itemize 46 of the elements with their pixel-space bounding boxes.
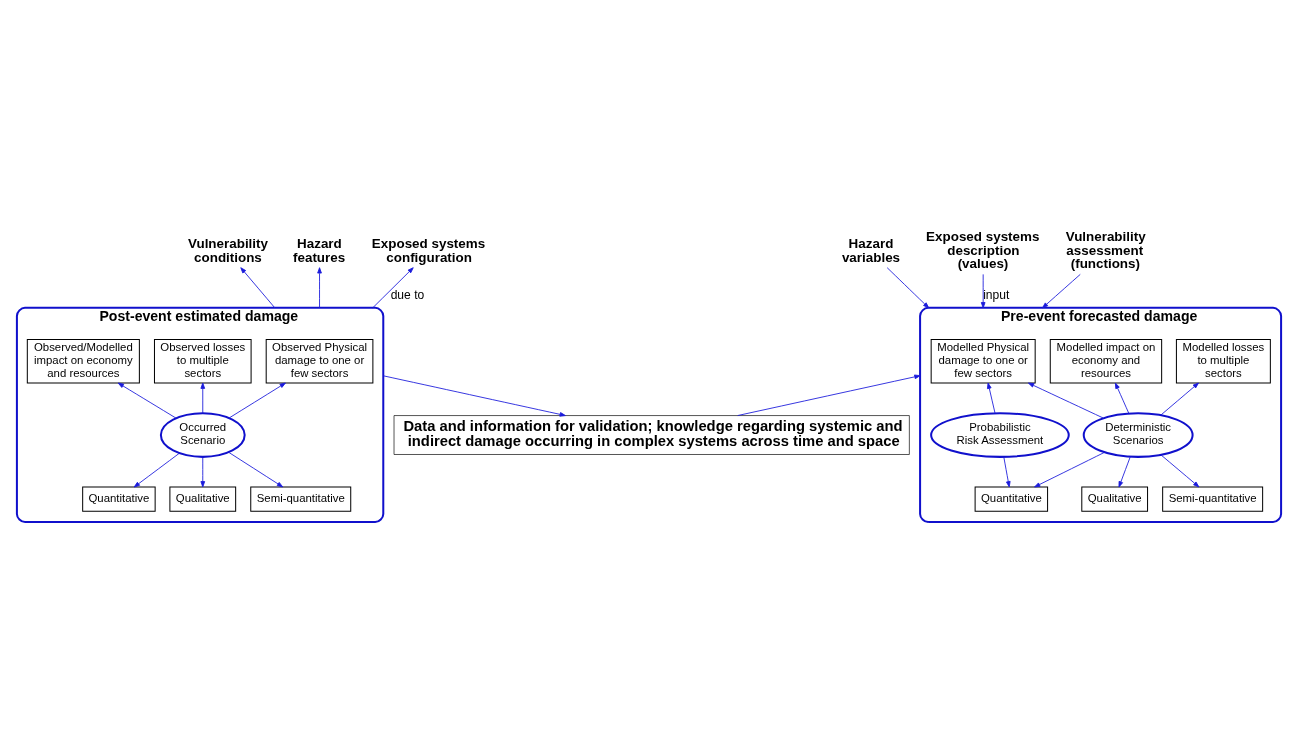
node-ellipse: Deterministic Scenarios [1082,412,1194,458]
arrow [1160,382,1199,416]
arrow [200,382,206,414]
node-text: Vulnerability assessment (functions) [1065,229,1146,272]
node-box: Observed Physical damage to one or few sectors [265,338,374,384]
node-box: Qualitative [1081,486,1149,512]
node-ellipse: Probabilistic Risk Assessment [930,412,1070,458]
arrow [1042,273,1081,309]
arrow [228,451,284,488]
node-text: Exposed systems description (values) [926,229,1040,272]
edge-label: due to [390,287,425,302]
edge-label: input [983,287,1010,302]
arrow [886,267,930,309]
arrow [737,374,921,416]
arrow [200,456,206,488]
node-box: Qualitative [169,486,237,512]
arrow [228,382,286,419]
node-box: Semi-quantitative [1162,486,1264,512]
node-text: Exposed systems configuration [371,236,486,265]
node-box: Observed/Modelled impact on economy and resources [26,338,140,384]
arrow [317,267,322,309]
arrow [987,382,996,414]
node-box: Semi-quantitative [250,486,352,512]
node-text: Vulnerability conditions [188,236,268,265]
node-box: Modelled losses to multiple sectors [1175,338,1271,384]
arrow [1114,382,1130,414]
arrow [133,452,180,488]
arrow [980,273,986,309]
arrow [372,267,414,309]
arrow [240,267,276,309]
arrow [1003,456,1011,488]
node-box: Modelled Physical damage to one or few sectors [930,338,1036,384]
node-box: Quantitative [82,486,156,512]
arrow [117,382,177,419]
arrow [382,375,566,417]
node-ellipse: Occurred Scenario [159,412,246,458]
node-text: Hazard features [293,236,346,265]
node-box: Modelled impact on economy and resources [1049,338,1163,384]
arrow [1118,456,1131,488]
node-text: Hazard variables [841,236,901,265]
node-box: Data and information for validation; knowledge regarding systemic and indirect damage occurring in complex systems across time and space [393,415,910,455]
arrow [1034,451,1105,488]
arrow [1160,454,1200,488]
node-box: Quantitative [974,486,1049,512]
node-box: Observed losses to multiple sectors [153,338,252,384]
arrow [1027,382,1104,419]
